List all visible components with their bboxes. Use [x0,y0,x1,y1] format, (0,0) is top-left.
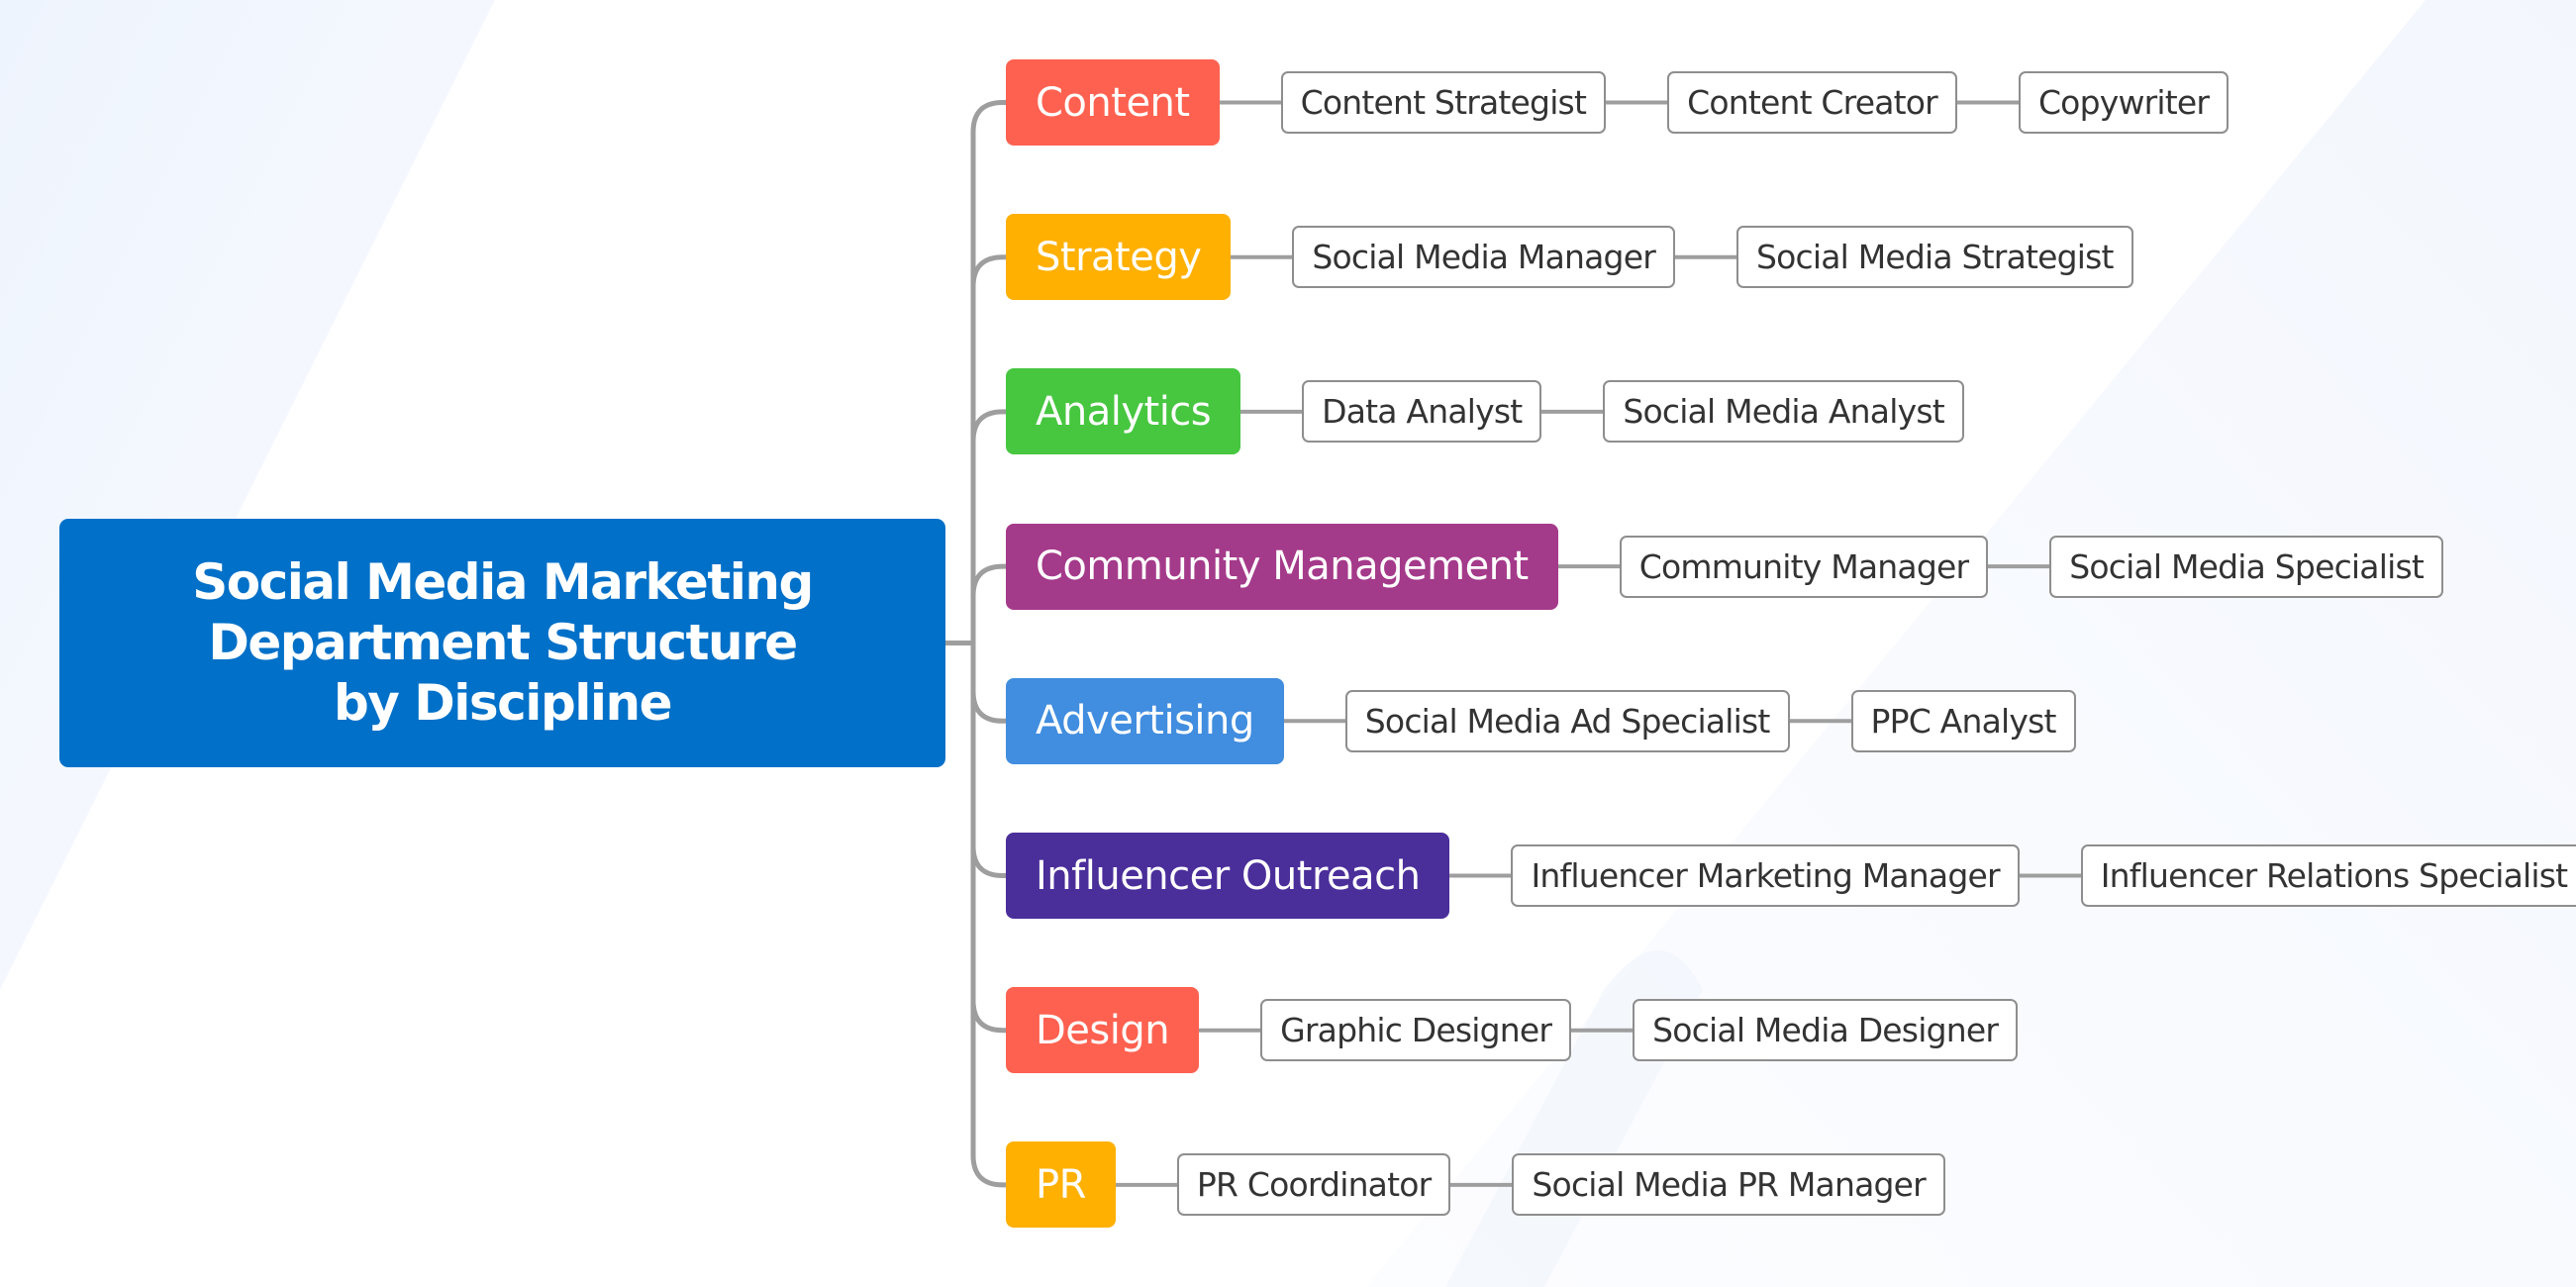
branch-row: Content Content Strategist Content Creator… [1006,59,2229,146]
role-node[interactable]: Content Strategist [1280,71,1607,134]
role-node[interactable]: Social Media Specialist [2049,535,2443,598]
branch-row: Advertising Social Media Ad Specialist PPC… [1006,677,2076,764]
branch-row: PR PR Coordinator Social Media PR Manager [1006,1141,1945,1229]
category-node[interactable]: Influencer Outreach [1006,833,1450,919]
category-node[interactable]: PR [1006,1141,1116,1229]
role-node[interactable]: Social Media Designer [1633,999,2019,1062]
root-topic[interactable]: Social Media Marketing Department Struct… [59,519,945,767]
branch-row: Influencer Outreach Influencer Marketing … [1006,833,2576,919]
role-node[interactable]: Influencer Relations Specialist [2080,844,2576,907]
role-node[interactable]: Social Media Strategist [1735,226,2133,289]
role-node[interactable]: Content Creator [1667,71,1957,134]
role-node[interactable]: Copywriter [2018,71,2229,134]
role-node[interactable]: Social Media PR Manager [1512,1153,1945,1217]
branch-row: Design Graphic Designer Social Media Desig… [1006,987,2019,1074]
branch-connector [970,254,1009,290]
branch-row: Strategy Social Media Manager Social Media… [1006,214,2133,301]
root-title: Social Media Marketing Department Struct… [192,553,814,732]
role-node[interactable]: Data Analyst [1302,380,1542,444]
role-node[interactable]: Social Media Ad Specialist [1344,689,1790,752]
category-node[interactable]: Community Management [1006,523,1558,610]
category-node[interactable]: Design [1006,987,1200,1074]
role-node[interactable]: PR Coordinator [1176,1153,1451,1217]
role-node[interactable]: Social Media Analyst [1603,380,1964,444]
branch-row: Analytics Data Analyst Social Media Analys… [1006,368,1964,455]
category-node[interactable]: Content [1006,59,1220,146]
role-node[interactable]: PPC Analyst [1850,689,2076,752]
category-node[interactable]: Advertising [1006,677,1284,764]
branch-connector [970,998,1009,1034]
branch-connector [970,1152,1009,1188]
branch-connector [970,563,1009,599]
role-node[interactable]: Graphic Designer [1260,999,1572,1062]
branch-connector [970,100,1009,135]
role-node[interactable]: Social Media Manager [1292,226,1675,289]
category-node[interactable]: Strategy [1006,214,1232,301]
branch-connector [970,843,1009,878]
role-node[interactable]: Community Manager [1619,535,1989,598]
branch-connector [970,688,1009,724]
branch-connector [970,409,1009,445]
role-node[interactable]: Influencer Marketing Manager [1511,844,2020,907]
branch-row: Community Management Community Manager Soc… [1006,523,2443,610]
category-node[interactable]: Analytics [1006,368,1241,455]
